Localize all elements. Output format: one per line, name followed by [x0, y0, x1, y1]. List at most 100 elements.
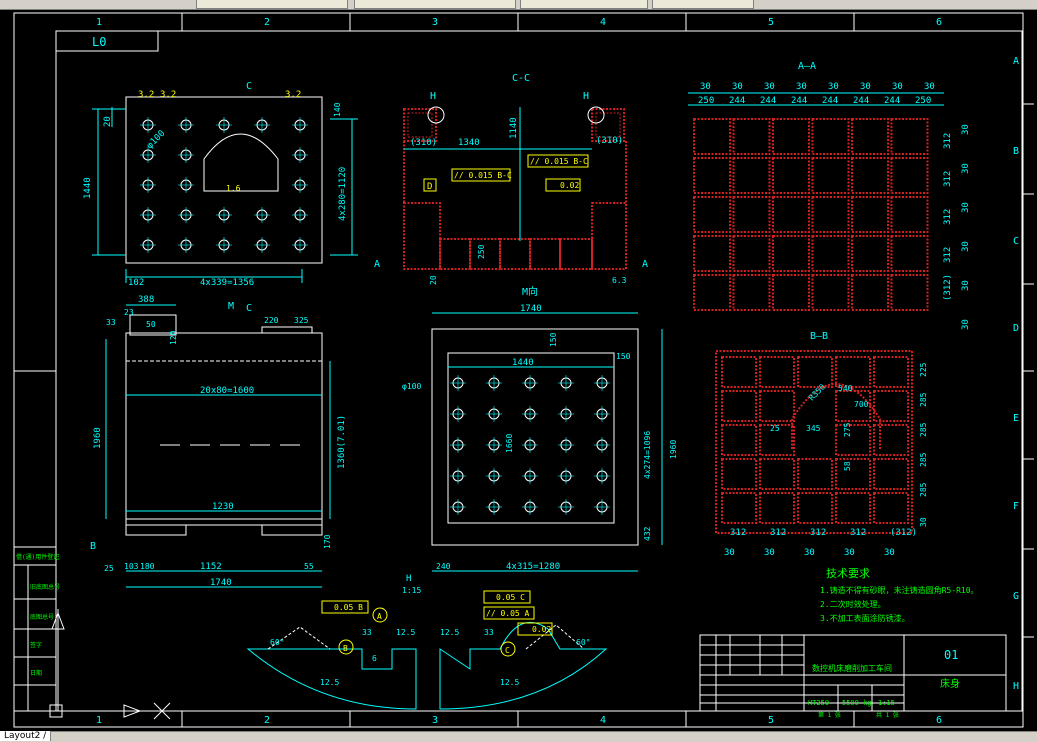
- aa-hatched-grid: [693, 118, 929, 311]
- drawing-number: 01: [944, 648, 958, 662]
- view-title: B—B: [810, 331, 828, 342]
- aa-cell: [772, 274, 810, 311]
- detail-left-shape: [246, 648, 417, 710]
- dim-text: 312: [850, 528, 866, 538]
- col-label: 3: [432, 715, 438, 726]
- dim-text: 285: [919, 422, 928, 437]
- dim-text: 275: [843, 422, 852, 437]
- detail-label: H: [430, 91, 436, 102]
- toolbar-tab[interactable]: [652, 0, 754, 9]
- cad-drawing-canvas[interactable]: 1 2 3 4 5 6 1 2 3 4 5 6 A B C D E F G H …: [0, 9, 1037, 731]
- view-detail-h[interactable]: H 1:15 0.05 B 0.05 C // 0.05 A 0.02 A B …: [246, 574, 608, 710]
- section-label: C: [246, 81, 252, 92]
- dim-text: 30: [844, 548, 855, 558]
- dim-text: 700: [854, 400, 869, 409]
- aa-cell: [693, 274, 731, 311]
- bb-cell: [721, 356, 757, 388]
- col-label: 4: [600, 17, 606, 28]
- zone-ticks: [14, 13, 1034, 727]
- col-label: 2: [264, 715, 270, 726]
- detail-circle: [587, 106, 605, 124]
- bb-outline: [715, 350, 913, 534]
- toolbar-tab[interactable]: [354, 0, 516, 9]
- bb-cell: [873, 356, 909, 388]
- view-cc[interactable]: C-C H H 1340 (310) (310) 1140 // 0.015 B…: [374, 73, 648, 285]
- dim-text: 30: [828, 82, 839, 92]
- tolerance-text: 0.02: [532, 625, 551, 634]
- dim-text: (310): [410, 138, 437, 148]
- dim-text: 12.5: [396, 628, 415, 637]
- bb-hatched-grid: [715, 350, 913, 534]
- view-top[interactable]: 1440 4x280=1120 4x339=1356 102 20 φ100 3…: [83, 81, 358, 312]
- view-title: C-C: [512, 73, 530, 84]
- dim-text: 30: [764, 82, 775, 92]
- dim-text: 312: [943, 209, 953, 225]
- col-label: 3: [432, 17, 438, 28]
- detail-profile: [525, 624, 585, 650]
- bb-cell: [721, 492, 757, 524]
- weight: 5500 kg: [842, 699, 872, 707]
- section-label: B: [90, 541, 96, 552]
- foot: [125, 524, 187, 536]
- aa-cell: [851, 118, 889, 155]
- dim-text: 244: [791, 96, 807, 106]
- bb-cell: [759, 458, 795, 490]
- bb-cell: [835, 492, 871, 524]
- dim-text: 1360(7.01): [337, 415, 347, 469]
- dim-text: 12.5: [500, 678, 519, 687]
- col-label: 1: [96, 715, 102, 726]
- roughness: 1.6: [226, 184, 241, 193]
- tolerance-text: // 0.05 A: [486, 609, 530, 618]
- dim-text: 33: [362, 628, 372, 637]
- aa-cell: [732, 157, 771, 194]
- col-label: 5: [768, 715, 774, 726]
- dim-text: 4x274=1096: [643, 431, 652, 479]
- bb-cell: [873, 424, 909, 456]
- dim-text: 60°: [270, 638, 284, 647]
- tolerance-frame: [483, 606, 535, 620]
- dim-text: 285: [919, 392, 928, 407]
- dim-text: 1440: [512, 358, 534, 368]
- view-front[interactable]: 388 33 23 50 220 325 120 20x80=1600 1960…: [90, 295, 347, 588]
- detail-label: H: [583, 91, 589, 102]
- cc-hatched-section: [403, 108, 627, 270]
- datum-label: C: [505, 646, 510, 655]
- dim-text: 6.3: [612, 276, 627, 285]
- col-label: 5: [768, 17, 774, 28]
- crosshair-cursor[interactable]: [153, 702, 171, 720]
- foot: [261, 524, 323, 536]
- bb-cell: [759, 390, 795, 422]
- toolbar-tab[interactable]: [520, 0, 648, 9]
- status-bar: [0, 731, 1037, 742]
- ucs-icon: [49, 609, 142, 718]
- dim-text: 30: [961, 241, 971, 252]
- view-title: M向: [522, 285, 538, 298]
- mm-hole-grid: [450, 375, 610, 515]
- roughness: 3.2: [138, 90, 154, 100]
- mm-inner: [447, 352, 615, 524]
- aa-cell: [890, 274, 929, 311]
- sheets: 共 1 张: [876, 711, 899, 719]
- dim-text: φ100: [145, 129, 167, 151]
- dim-text: 103: [124, 562, 139, 571]
- dim-text: 180: [140, 562, 155, 571]
- view-title: A—A: [798, 61, 816, 72]
- aa-cell: [851, 157, 889, 194]
- view-mm[interactable]: M向 1740 1440 150 150 φ100 1660 4x274=109…: [402, 285, 678, 572]
- aa-cell: [693, 118, 731, 155]
- corner-box: [55, 30, 159, 52]
- note-item: 1.铸造不得有砂眼，未注铸造圆角R5-R10。: [820, 585, 979, 595]
- dim-text: 1440: [83, 177, 93, 199]
- dim-text: 20: [429, 275, 438, 285]
- tolerance-text: 0.05 C: [496, 593, 525, 602]
- aa-cell: [693, 157, 731, 194]
- dim-text: 388: [138, 295, 154, 305]
- tab-layout2[interactable]: Layout2 /: [0, 731, 52, 741]
- toolbar-tab[interactable]: [196, 0, 348, 9]
- dim-text: 30: [924, 82, 935, 92]
- note-item: 2.二次时效处理。: [820, 599, 886, 609]
